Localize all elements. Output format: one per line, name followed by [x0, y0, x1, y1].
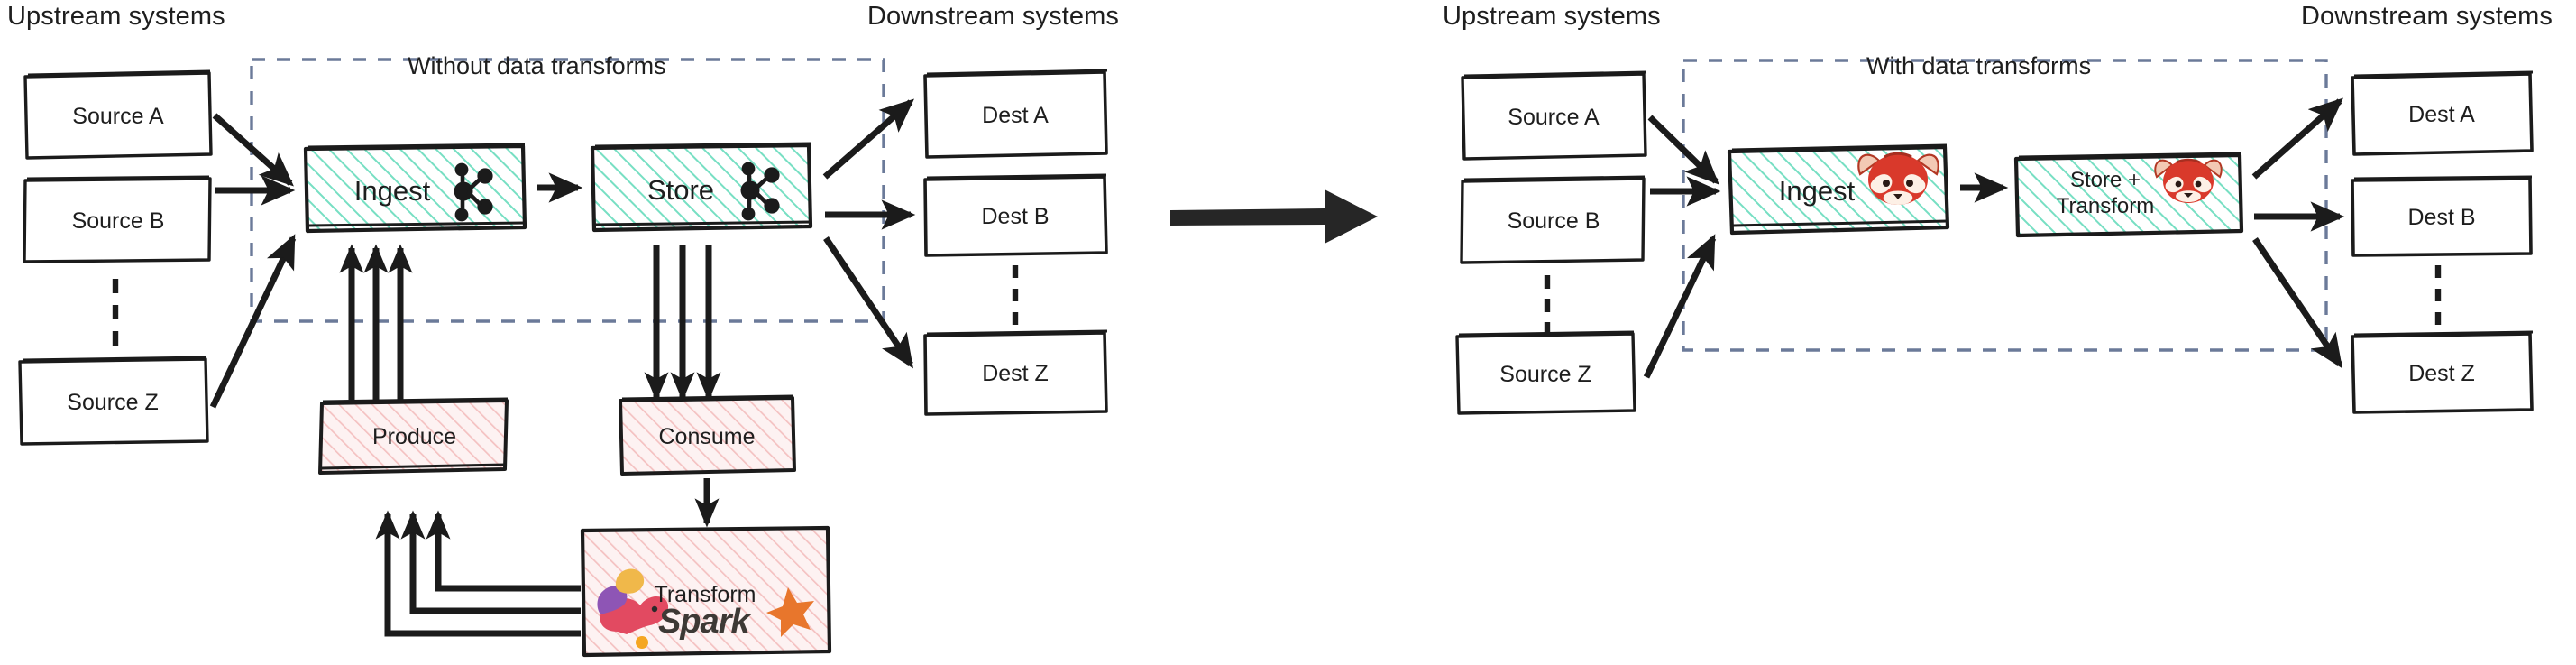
produce-box-label: Produce: [371, 424, 457, 449]
source-box-label-b-left: Source B: [71, 208, 165, 234]
left-panel-arrows: [209, 98, 916, 637]
panel-title-left: Without data transforms: [408, 52, 666, 79]
dest-box-label-a-right: Dest A: [2408, 102, 2475, 127]
upstream-systems-header-left: Upstream systems: [7, 2, 225, 31]
source-box-label-a-right: Source A: [1508, 105, 1600, 130]
downstream-systems-header-left: Downstream systems: [867, 2, 1119, 31]
transform-box-label: Transform: [654, 582, 756, 607]
spark-wordmark-label: Spark: [658, 603, 750, 641]
ingest-box-label-left: Ingest: [353, 175, 431, 207]
right-panel-arrows: [1643, 97, 2345, 379]
ingest-box-label-right: Ingest: [1778, 175, 1856, 207]
dest-box-label-b-right: Dest B: [2407, 205, 2476, 230]
dest-box-label-z-right: Dest Z: [2408, 361, 2475, 386]
dest-box-label-b-left: Dest B: [981, 204, 1050, 229]
downstream-systems-header-right: Downstream systems: [2301, 2, 2553, 31]
source-box-label-z-right: Source Z: [1499, 362, 1591, 387]
source-box-label-b-right: Source B: [1507, 208, 1600, 234]
store-box-label-left: Store: [646, 174, 715, 206]
dest-box-label-a-left: Dest A: [982, 103, 1049, 128]
consume-box-label: Consume: [658, 424, 756, 449]
store-transform-box-label-line1: Store +: [2069, 168, 2141, 192]
dest-box-label-z-left: Dest Z: [982, 361, 1049, 386]
source-box-label-a-left: Source A: [72, 104, 164, 129]
transition-right-arrow-icon: [1170, 189, 1378, 244]
upstream-systems-header-right: Upstream systems: [1443, 2, 1661, 31]
store-transform-box-label-line2: Transform: [2056, 194, 2155, 218]
panel-title-right: With data transforms: [1866, 52, 2092, 79]
source-box-label-z-left: Source Z: [67, 390, 159, 415]
